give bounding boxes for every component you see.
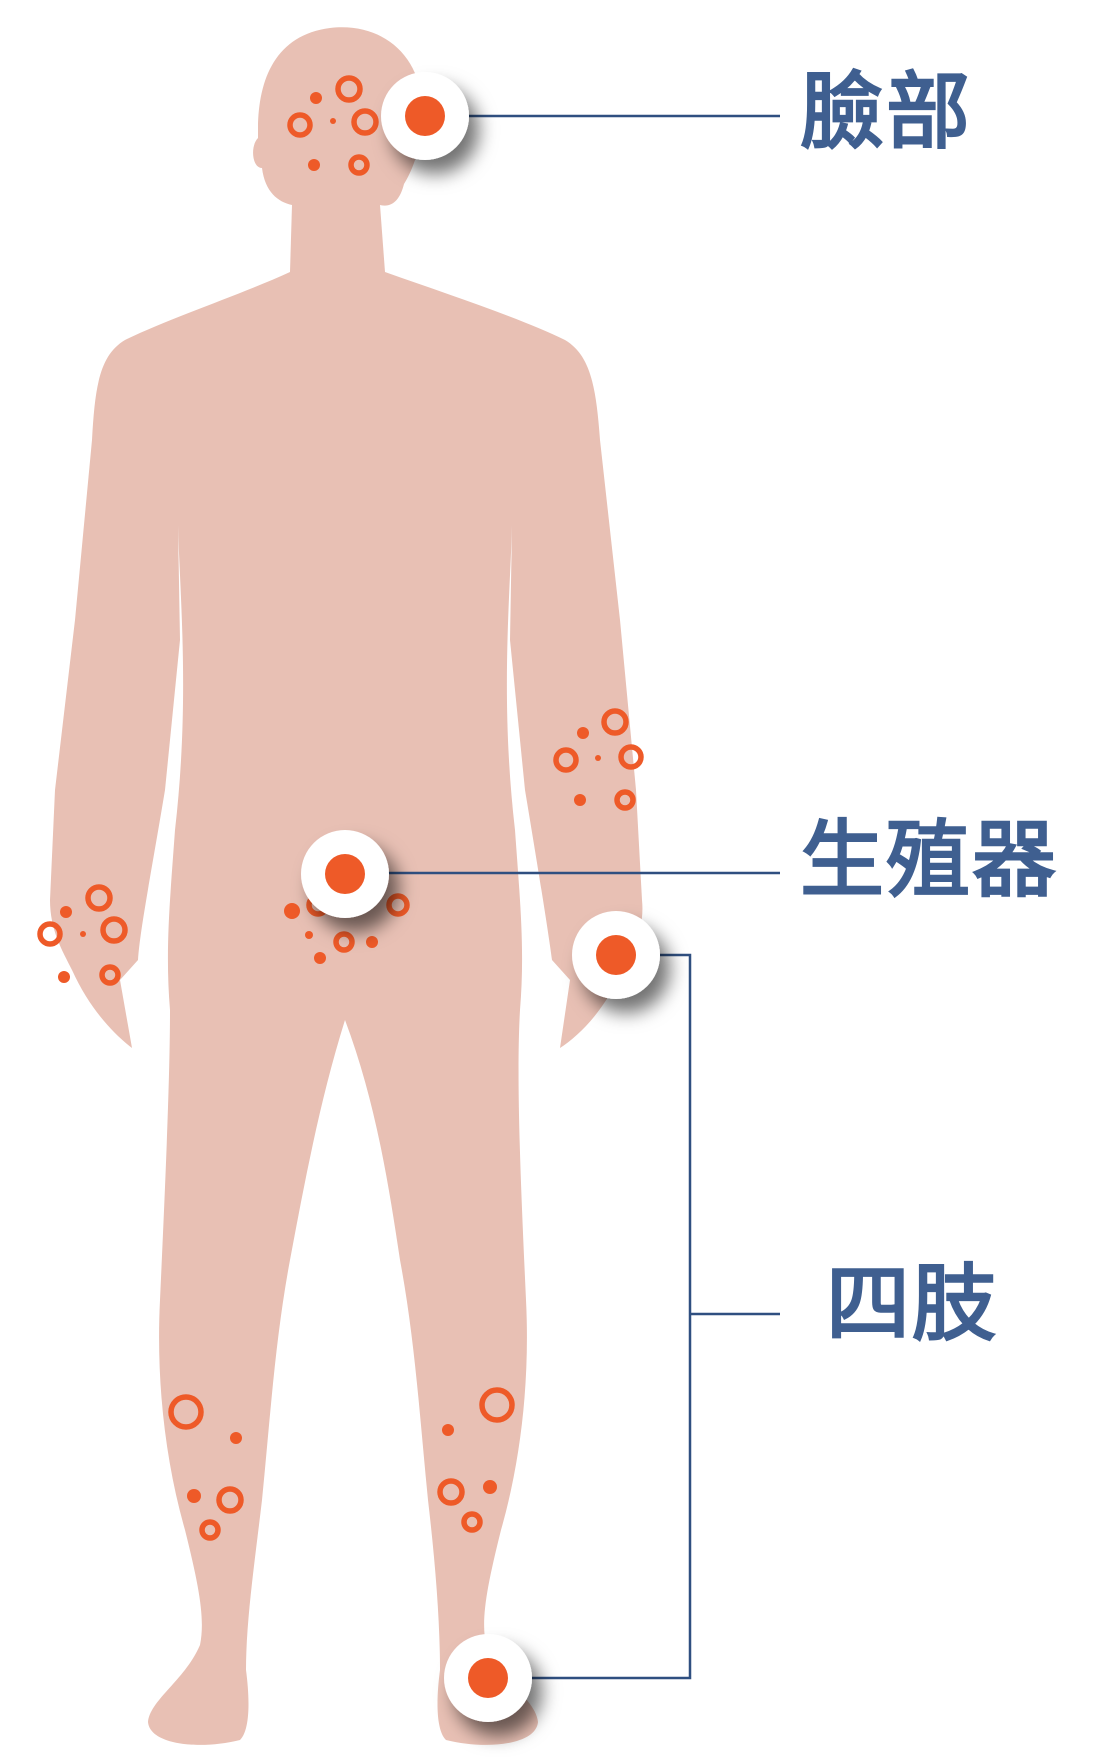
face-label: 臉部 (800, 70, 972, 154)
limbs-bracket-line (530, 955, 690, 1678)
rash-dot (80, 931, 86, 937)
rash-dot (187, 1489, 201, 1503)
rash-dot (595, 755, 601, 761)
rash-dot (308, 159, 320, 171)
rash-dot (442, 1424, 454, 1436)
rash-dot (305, 931, 313, 939)
legs-shape (148, 1010, 538, 1745)
limbs-label: 四肢 (826, 1262, 998, 1346)
marker-dot (325, 854, 365, 894)
rash-dot (60, 906, 72, 918)
ankle-marker (444, 1634, 532, 1722)
neck-shape (290, 205, 385, 272)
wrist-marker (572, 911, 660, 999)
marker-dot (468, 1658, 508, 1698)
genital-marker (301, 830, 389, 918)
rash-dot (577, 727, 589, 739)
rash-dot (574, 794, 586, 806)
rash-dot (314, 952, 326, 964)
marker-dot (405, 96, 445, 136)
rash-dot (230, 1432, 242, 1444)
rash-dot (366, 936, 378, 948)
marker-dot (596, 935, 636, 975)
genital-label: 生殖器 (800, 818, 1058, 902)
rash-dot (284, 903, 300, 919)
rash-dot (310, 92, 322, 104)
rash-dot (483, 1480, 497, 1494)
rash-dot (58, 971, 70, 983)
face-marker (381, 72, 469, 160)
rash-dot (330, 118, 336, 124)
